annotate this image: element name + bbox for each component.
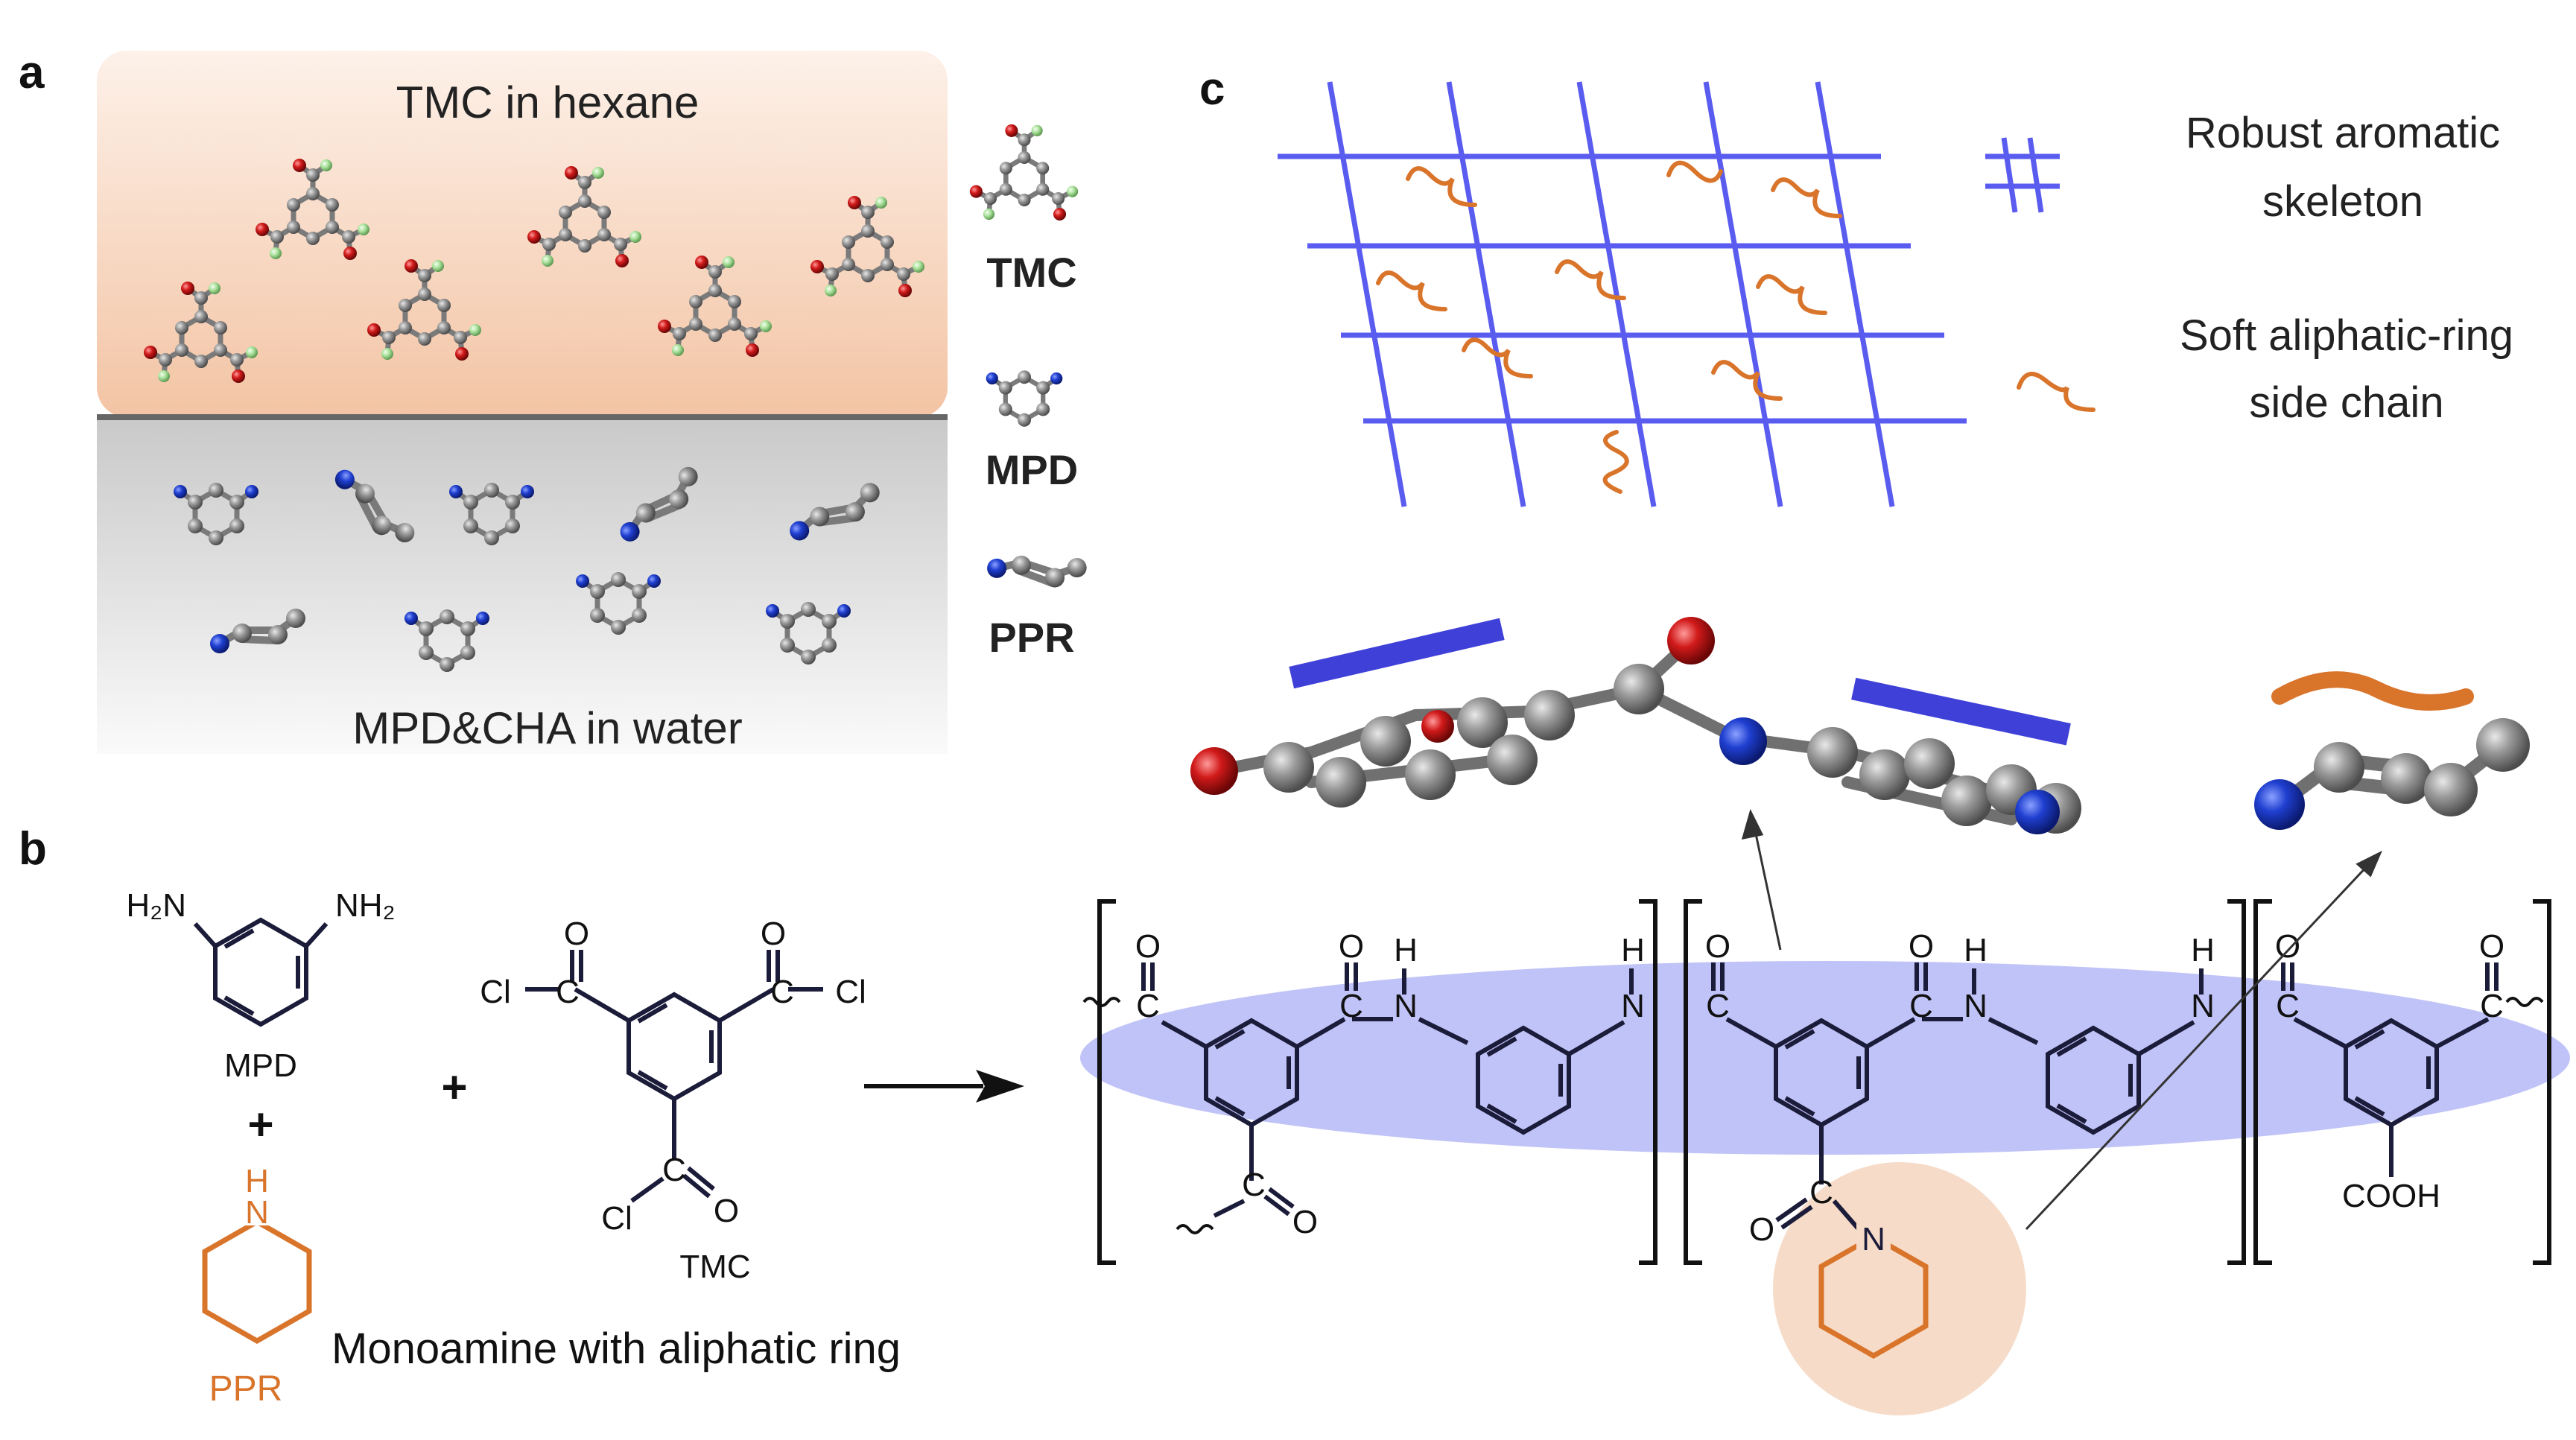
tmc-cl-bottom: Cl [601,1200,632,1237]
legend-tmc: TMC [986,249,1076,296]
plus-sign-2: + [441,1062,467,1112]
skeleton-bar-right [1851,677,2071,746]
u3-c1: C [2276,988,2300,1024]
u3-c2: C [2480,988,2504,1024]
ppr-n: N [245,1194,269,1231]
hexane-label: TMC in hexane [396,77,699,127]
aromatic-highlight [1080,961,2570,1155]
u1-h1: H [1394,932,1418,968]
legend-skeleton-line2: skeleton [2262,177,2423,226]
tmc-o-right: O [761,916,786,952]
u3-cooh: COOH [2342,1178,2440,1214]
tmc-c-left: C [556,974,580,1010]
legend: Robust aromatic skeleton Soft aliphatic-… [1985,109,2513,427]
u2-c1: C [1706,988,1730,1024]
side-chains [1376,160,1842,494]
panel-b-label: b [19,823,47,875]
ppr-structure: H N PPR [202,1163,312,1409]
tmc-cl-left: Cl [480,974,511,1010]
panel-a-label: a [19,47,45,98]
mpd-h2n: H₂N [126,887,186,924]
ppr-caption: Monoamine with aliphatic ring [331,1325,901,1373]
u2-h2: H [2191,932,2215,968]
ppr-label: PPR [209,1369,283,1409]
aromatic-3d-model [1190,617,2081,834]
u1-o1: O [1135,928,1161,965]
legend-ppr: PPR [989,614,1074,661]
u1-o2: O [1339,928,1364,965]
mpd-nh2: NH₂ [335,887,396,924]
legend-skeleton-line1: Robust aromatic [2186,109,2500,157]
molecule-legend: TMC MPD PPR [970,124,1089,661]
u1-h2: H [1621,932,1645,968]
u2-h1: H [1964,932,1987,968]
u1-n2: N [1621,988,1645,1024]
tmc-cl-right: Cl [835,974,866,1010]
u2-c3: C [1809,1174,1833,1211]
u3-o2: O [2479,928,2504,965]
interface-box [97,51,948,754]
chain-bar [2271,671,2474,711]
panel-a: a TMC in hexane MPD&CHA in water [19,47,1089,754]
polyamide-structure: N O C O C H N H N C O O C O C H N H N C … [1080,899,2570,1415]
u2-o1: O [1705,928,1730,965]
plus-sign-1: + [247,1100,273,1149]
pointer-arrows [1741,808,2383,1231]
side-chain-icon [2017,372,2096,412]
u2-c2: C [1909,988,1933,1024]
tmc-label: TMC [679,1249,750,1285]
u1-c1: C [1136,988,1160,1024]
reaction-arrow-icon [864,1070,1024,1103]
water-phase [97,417,948,754]
legend-mpd: MPD [986,446,1078,493]
aromatic-network [1278,81,1967,507]
u1-o3: O [1292,1204,1318,1240]
u1-n1: N [1394,988,1418,1024]
u2-n1: N [1964,988,1987,1024]
tmc-c-bottom: C [662,1152,686,1188]
ppr-3d-model [2254,671,2530,830]
tmc-molecule-icon [970,124,1078,221]
skeleton-bar-left [1289,618,1505,689]
skeleton-icon [1985,137,2060,213]
legend-chain-line2: side chain [2249,378,2443,427]
ppr-n-polymer: N [1862,1221,1885,1257]
tmc-o-left: O [564,916,589,952]
ppr-molecule-icon [985,532,1089,604]
u2-n2: N [2191,988,2215,1024]
water-label: MPD&CHA in water [352,703,742,753]
tmc-structure: O C Cl O C Cl C Cl O TMC [480,916,866,1285]
u2-o2: O [1909,928,1934,965]
panel-c-label: c [1199,63,1225,115]
panel-c: c [1190,63,2530,1231]
panel-b: b H₂N NH₂ MPD + H N PPR + [19,823,2570,1415]
mpd-structure: H₂N NH₂ MPD [126,887,395,1084]
u1-c2: C [1339,988,1363,1024]
u1-c3: C [1242,1167,1266,1203]
tmc-c-right: C [770,974,794,1010]
mpd-molecule-icon [986,370,1063,427]
legend-chain-line1: Soft aliphatic-ring [2180,311,2513,360]
u2-o3: O [1749,1211,1774,1248]
tmc-o-bottom: O [714,1193,739,1229]
ppr-highlight [1773,1162,2026,1415]
mpd-label: MPD [224,1047,297,1084]
ppr-h: H [245,1163,269,1199]
